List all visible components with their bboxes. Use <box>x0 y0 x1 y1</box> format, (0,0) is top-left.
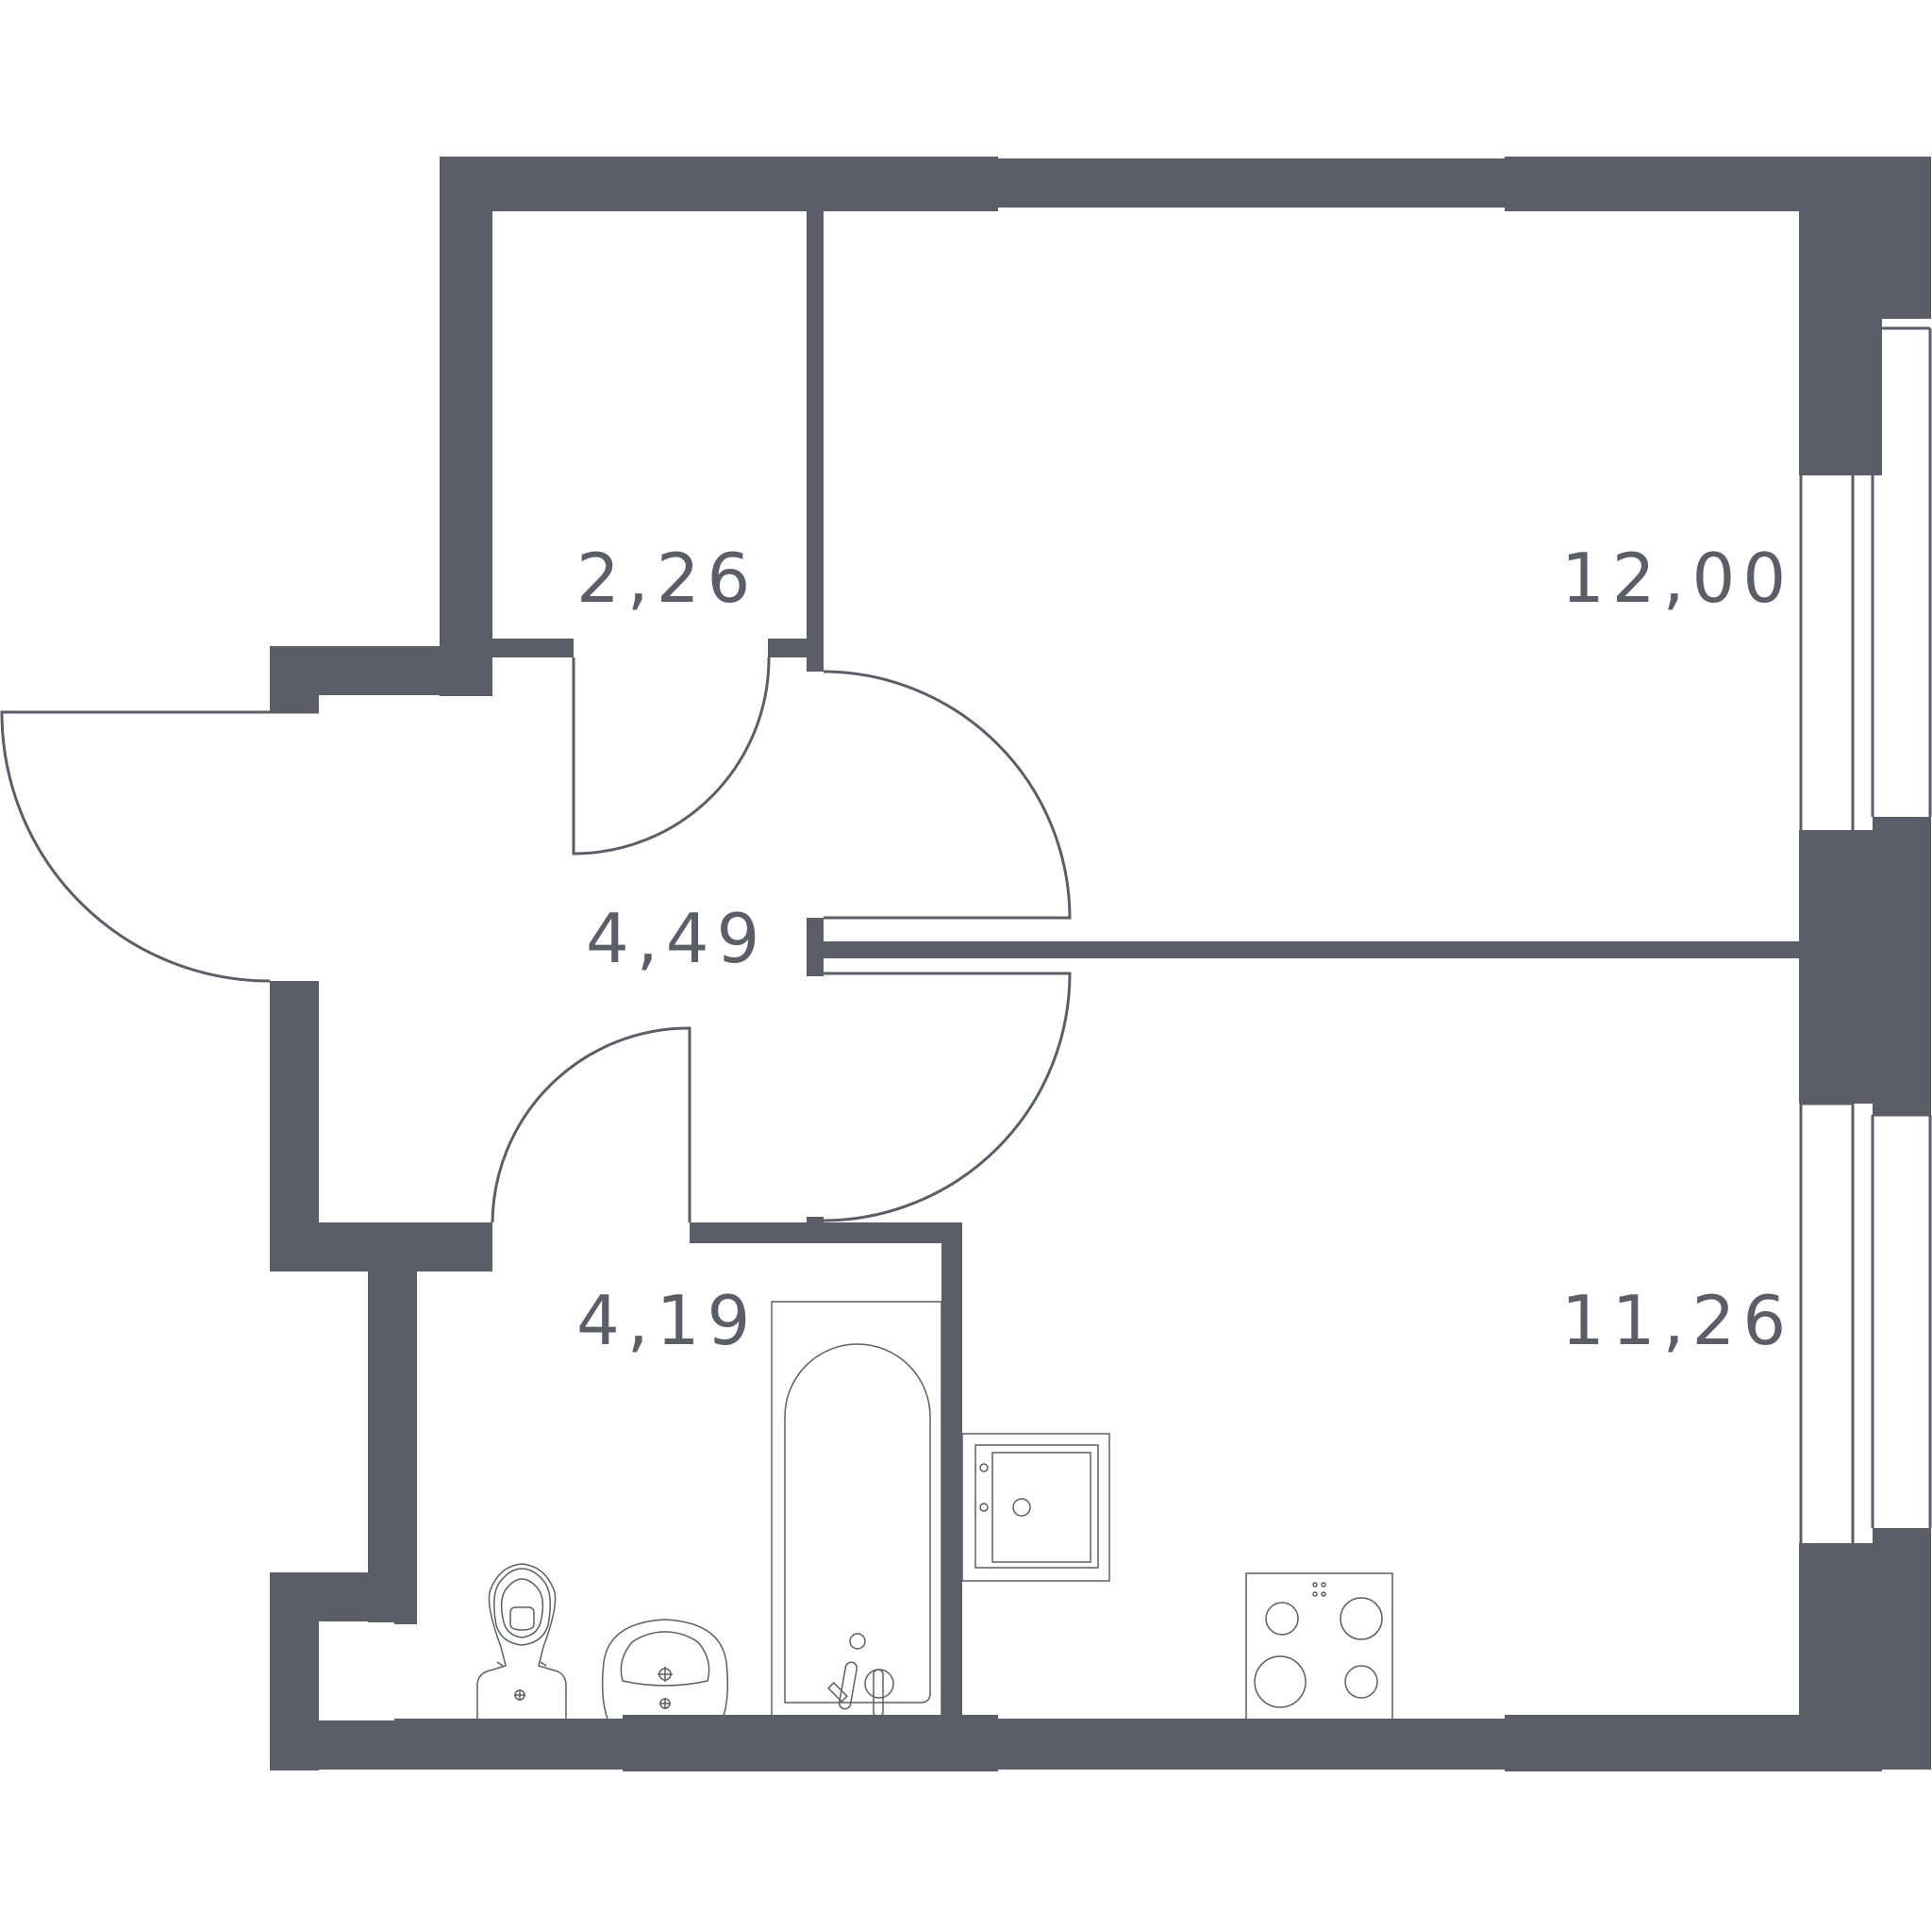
bathroom-door <box>491 1026 691 1223</box>
toilet-icon <box>476 1563 567 1719</box>
bathtub-icon <box>771 1301 942 1720</box>
area-labels: 2,26 12,00 4,49 4,19 11,26 <box>576 539 1793 1360</box>
fixtures <box>476 1301 1393 1720</box>
room-area-hallway: 4,49 <box>586 899 767 978</box>
doors <box>0 657 1072 1223</box>
walls <box>270 157 1931 1771</box>
wall-cutouts <box>319 1622 394 1720</box>
room-area-kitchen: 11,26 <box>1561 1281 1793 1360</box>
washbasin-icon <box>601 1619 729 1720</box>
windows <box>1799 317 1932 1543</box>
kitchen-sink-icon <box>961 1433 1110 1582</box>
kitchen-door <box>823 972 1072 1222</box>
storage-door <box>572 657 771 856</box>
room-area-storage: 2,26 <box>576 539 758 618</box>
room-area-bedroom: 12,00 <box>1561 539 1793 618</box>
bedroom-door <box>823 670 1072 920</box>
entrance-door <box>0 710 319 983</box>
room-area-bathroom: 4,19 <box>576 1281 758 1360</box>
stove-icon <box>1245 1572 1393 1720</box>
